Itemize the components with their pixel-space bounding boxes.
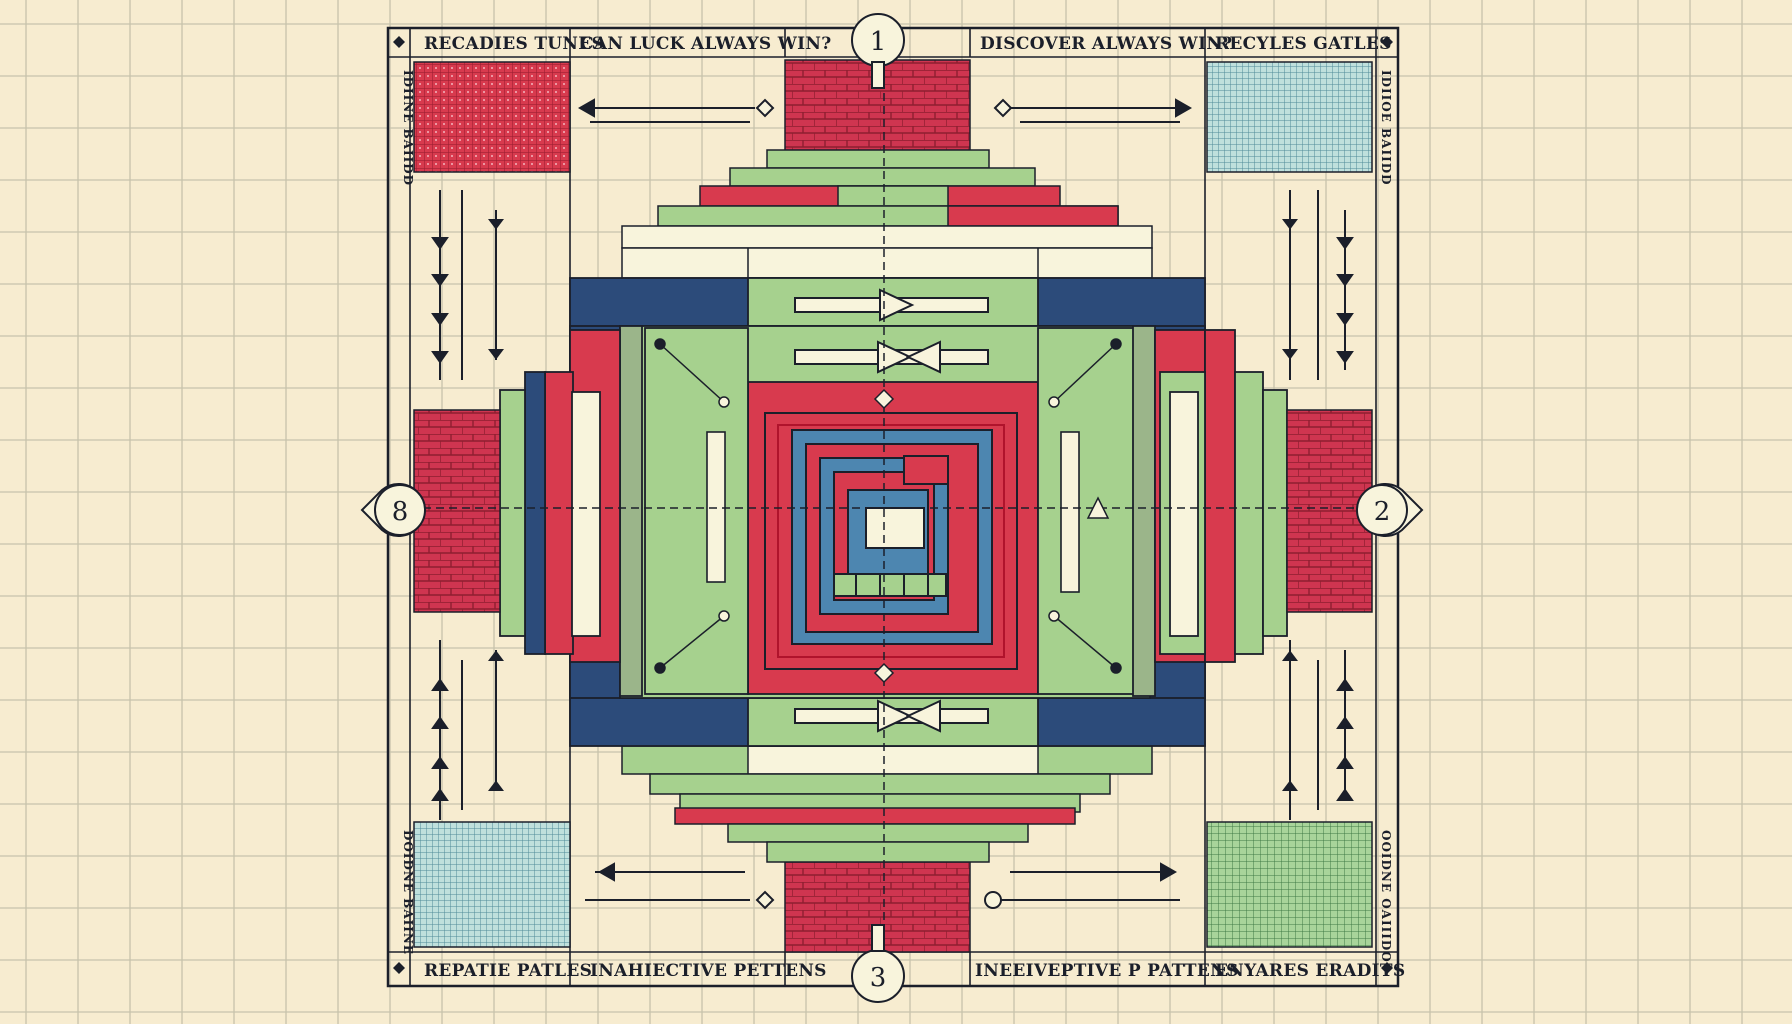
label-top-left: RECADIES TUNES — [424, 34, 604, 54]
center-axes — [384, 80, 1400, 952]
label-top-mid-left: CAN LUCK ALWAYS WIN? — [580, 34, 831, 54]
marker-bottom: 3 — [851, 924, 905, 1003]
marker-top-number: 1 — [870, 27, 887, 57]
label-side-top-left: IDIINE BAIIDD — [401, 70, 415, 186]
label-bottom-mid-left: INAHIECTIVE PETTENS — [590, 961, 827, 981]
corner-ornaments — [393, 36, 1393, 974]
label-top-mid-right: DISCOVER ALWAYS WIN? — [980, 34, 1232, 54]
left-red-wing — [413, 409, 501, 613]
label-top-right: RECYLES GATLES — [1215, 34, 1392, 54]
marker-right-number: 2 — [1374, 497, 1391, 527]
corner-panel-top-left — [413, 61, 571, 173]
label-bottom-left: REPATIE PATLES — [424, 961, 592, 981]
frame-labels: RECADIES TUNES CAN LUCK ALWAYS WIN? DISC… — [401, 34, 1405, 981]
marker-right: 2 — [1356, 483, 1424, 537]
corner-panel-bottom-right — [1206, 821, 1373, 948]
stepped-top — [621, 149, 1153, 279]
label-bottom-right: ENYARES ERADITS — [1215, 961, 1405, 981]
vertical-arrows — [431, 190, 1354, 820]
label-side-bottom-left: DOIDNE BAIINE — [401, 830, 415, 955]
corner-panel-bottom-left — [413, 821, 571, 948]
stepped-bottom — [621, 745, 1153, 863]
marker-left: 8 — [360, 483, 426, 537]
diagonal-connectors — [654, 338, 1122, 684]
marker-left-number: 8 — [392, 497, 409, 527]
corner-panel-top-right — [1206, 61, 1373, 173]
side-slots — [706, 431, 1080, 593]
label-side-top-right: IDIIOE BAIIDD — [1379, 70, 1393, 186]
marker-bottom-number: 3 — [870, 963, 887, 993]
nested-core — [764, 412, 1018, 670]
marker-top: 1 — [851, 13, 905, 89]
label-side-bottom-right: OOIDNE OAIIIDO — [1379, 830, 1393, 963]
horizontal-arrows — [577, 98, 1193, 910]
label-bottom-mid-right: INEEIVEPTIVE P PATTENS — [975, 961, 1239, 981]
center-arrow-bars — [794, 288, 989, 733]
